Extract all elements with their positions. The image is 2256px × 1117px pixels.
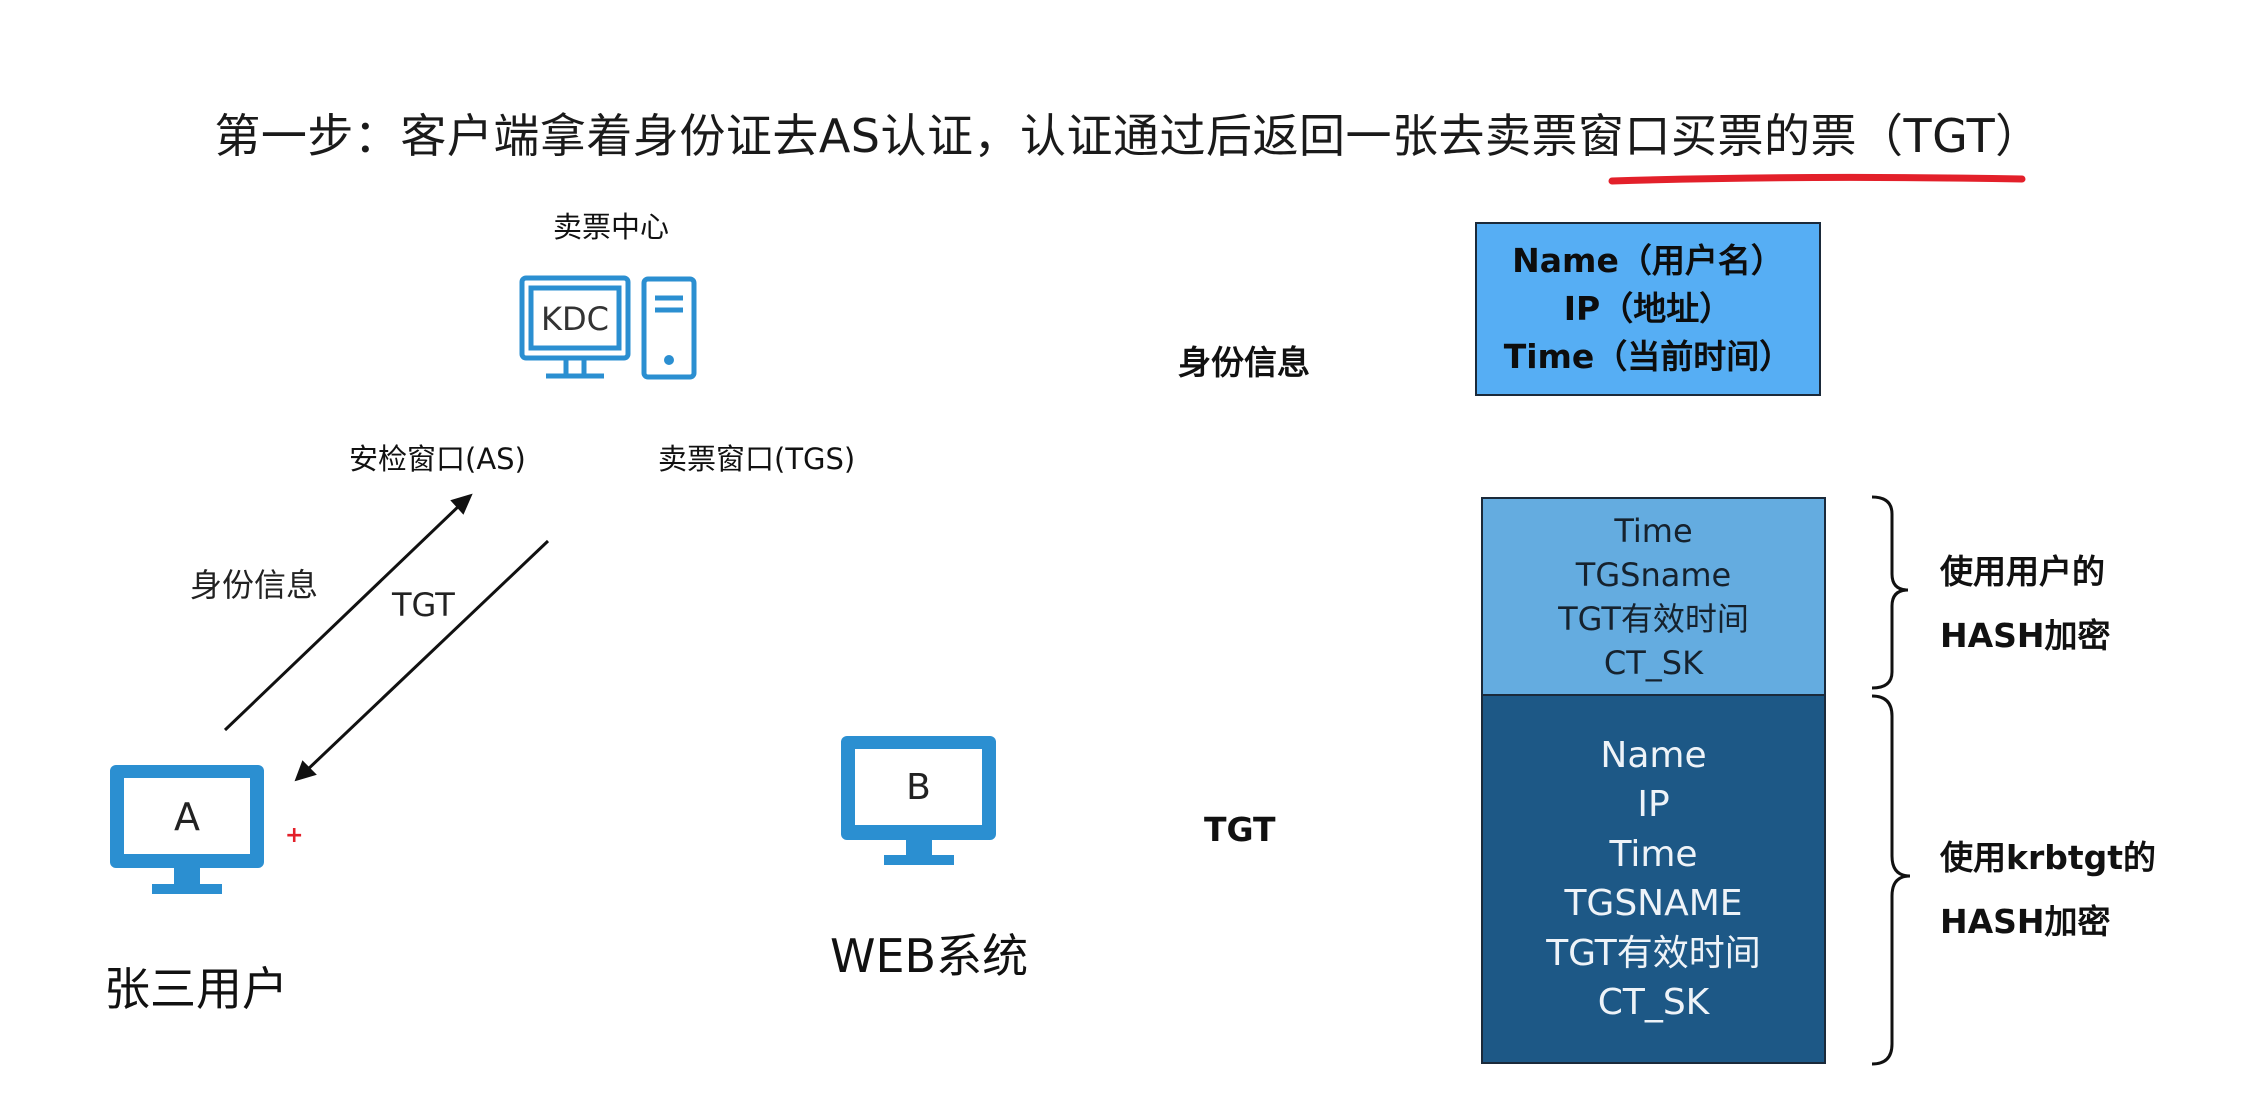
tgt-user-hash-box: Time TGSname TGT有效时间 CT_SK [1481, 497, 1826, 694]
plus-mark: + [285, 823, 304, 848]
kdc-center-label: 卖票中心 [553, 210, 670, 244]
kdc-screen-label: KDC [541, 300, 609, 338]
tgt-top-line: Time [1614, 511, 1693, 550]
as-window-label: 安检窗口(AS) [349, 442, 526, 476]
web-b-monitor-icon [841, 736, 996, 865]
tgt-label: TGT [1204, 810, 1276, 849]
tgt-bottom-line: CT_SK [1597, 982, 1710, 1023]
identity-line: Name（用户名） [1512, 241, 1784, 280]
brace-top-icon [1871, 495, 1909, 690]
identity-line: Time（当前时间） [1503, 337, 1793, 376]
arrow-tgt-to-client [294, 539, 550, 782]
client-a-screen-label: A [174, 795, 200, 839]
tgt-top-line: CT_SK [1603, 643, 1704, 682]
page-title: 第一步：客户端拿着身份证去AS认证，认证通过后返回一张去卖票窗口买票的票（TGT… [214, 109, 2042, 163]
brace-bottom-icon [1871, 694, 1911, 1066]
krbtgt-hash-note-line: HASH加密 [1940, 902, 2111, 941]
tgt-bottom-line: TGSNAME [1564, 883, 1743, 924]
client-name-label: 张三用户 [104, 962, 288, 1016]
kdc-server-icon [519, 275, 697, 380]
tgt-krbtgt-hash-box: Name IP Time TGSNAME TGT有效时间 CT_SK [1481, 694, 1826, 1064]
web-system-label: WEB系统 [830, 929, 1029, 983]
tgt-bottom-line: IP [1637, 784, 1670, 825]
user-hash-note-line: 使用用户的 [1940, 552, 2105, 591]
tgs-window-label: 卖票窗口(TGS) [658, 442, 856, 476]
arrow-identity-to-as [223, 493, 473, 732]
identity-arrow-label: 身份信息 [190, 566, 319, 604]
tgt-arrow-label: TGT [392, 586, 455, 624]
krbtgt-hash-note: 使用krbtgt的 HASH加密 [1940, 826, 2156, 954]
krbtgt-hash-note-line: 使用krbtgt的 [1940, 838, 2157, 877]
tgt-bottom-line: Time [1609, 833, 1698, 875]
client-a-monitor-icon [110, 765, 264, 894]
tgt-bottom-line: Name [1600, 734, 1707, 776]
identity-info-label: 身份信息 [1178, 343, 1310, 382]
web-b-screen-label: B [906, 767, 931, 808]
user-hash-note: 使用用户的 HASH加密 [1940, 540, 2111, 668]
identity-line: IP（地址） [1563, 289, 1733, 328]
tgt-top-line: TGT有效时间 [1558, 599, 1749, 638]
tgt-bottom-line: TGT有效时间 [1546, 932, 1761, 974]
tgt-top-line: TGSname [1575, 555, 1732, 594]
identity-info-box: Name（用户名） IP（地址） Time（当前时间） [1475, 222, 1821, 396]
title-underline [1608, 173, 2026, 185]
user-hash-note-line: HASH加密 [1940, 616, 2111, 655]
